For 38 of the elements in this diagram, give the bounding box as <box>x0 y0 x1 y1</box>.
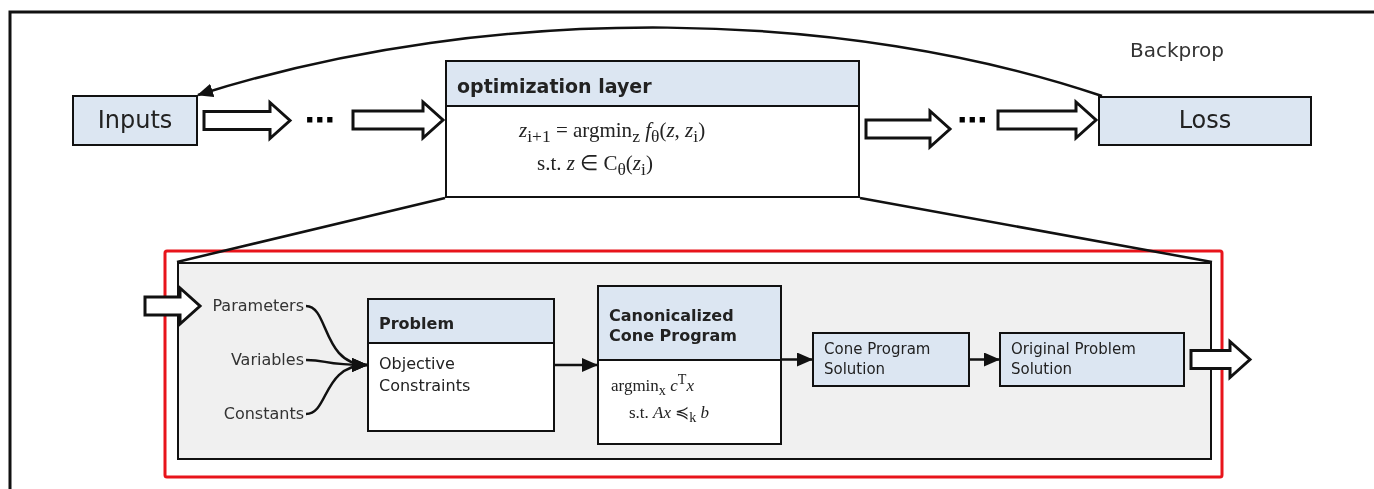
process-box <box>445 60 860 198</box>
process-box <box>1098 96 1312 146</box>
list-item: Constraints <box>378 375 472 396</box>
block-arrow <box>1189 338 1253 381</box>
formula-text: z$_{i+1}$ = argmin$_{z}$ f$_{θ}$(z, z$_{i}$) <box>518 117 707 149</box>
connector-line <box>176 196 446 264</box>
arrow <box>197 26 1103 98</box>
block-arrow <box>351 98 446 142</box>
input-label: Variables <box>224 348 304 372</box>
formula-text: s.t. z ∈ C$_{θ}$(z$_{i}$) <box>536 150 654 182</box>
box-title: optimization layer <box>447 62 858 107</box>
block-arrow <box>996 98 1099 142</box>
block-arrow <box>143 284 203 328</box>
box-label: Inputs <box>96 104 174 136</box>
formula-text: s.t. Ax ≼$_{k}$ b <box>628 401 711 427</box>
process-box <box>72 95 198 146</box>
block-arrow <box>202 99 293 142</box>
input-label: Parameters <box>202 294 304 318</box>
ellipsis: ⋯ <box>952 100 992 140</box>
arrow <box>305 359 368 416</box>
block-arrow <box>864 107 953 151</box>
process-box <box>367 298 555 432</box>
arrow <box>782 352 813 367</box>
box-label: Original Problem Solution <box>1010 340 1137 379</box>
list-item: Objective <box>378 353 456 374</box>
box-title: Canonicalized Cone Program <box>599 287 780 361</box>
box-label: Cone Program Solution <box>823 340 932 379</box>
formula-text: argmin$_{x}$ c$^{T}$x <box>610 370 695 400</box>
box-title: Problem <box>369 300 553 344</box>
arrow <box>970 352 1000 367</box>
ellipsis: ⋯ <box>292 100 347 140</box>
input-label: Constants <box>216 402 304 426</box>
arrow <box>555 358 598 372</box>
process-box <box>812 332 970 387</box>
process-box <box>999 332 1185 387</box>
expanded-panel <box>177 262 1212 460</box>
box-label: Loss <box>1177 105 1233 137</box>
process-box <box>597 285 782 445</box>
